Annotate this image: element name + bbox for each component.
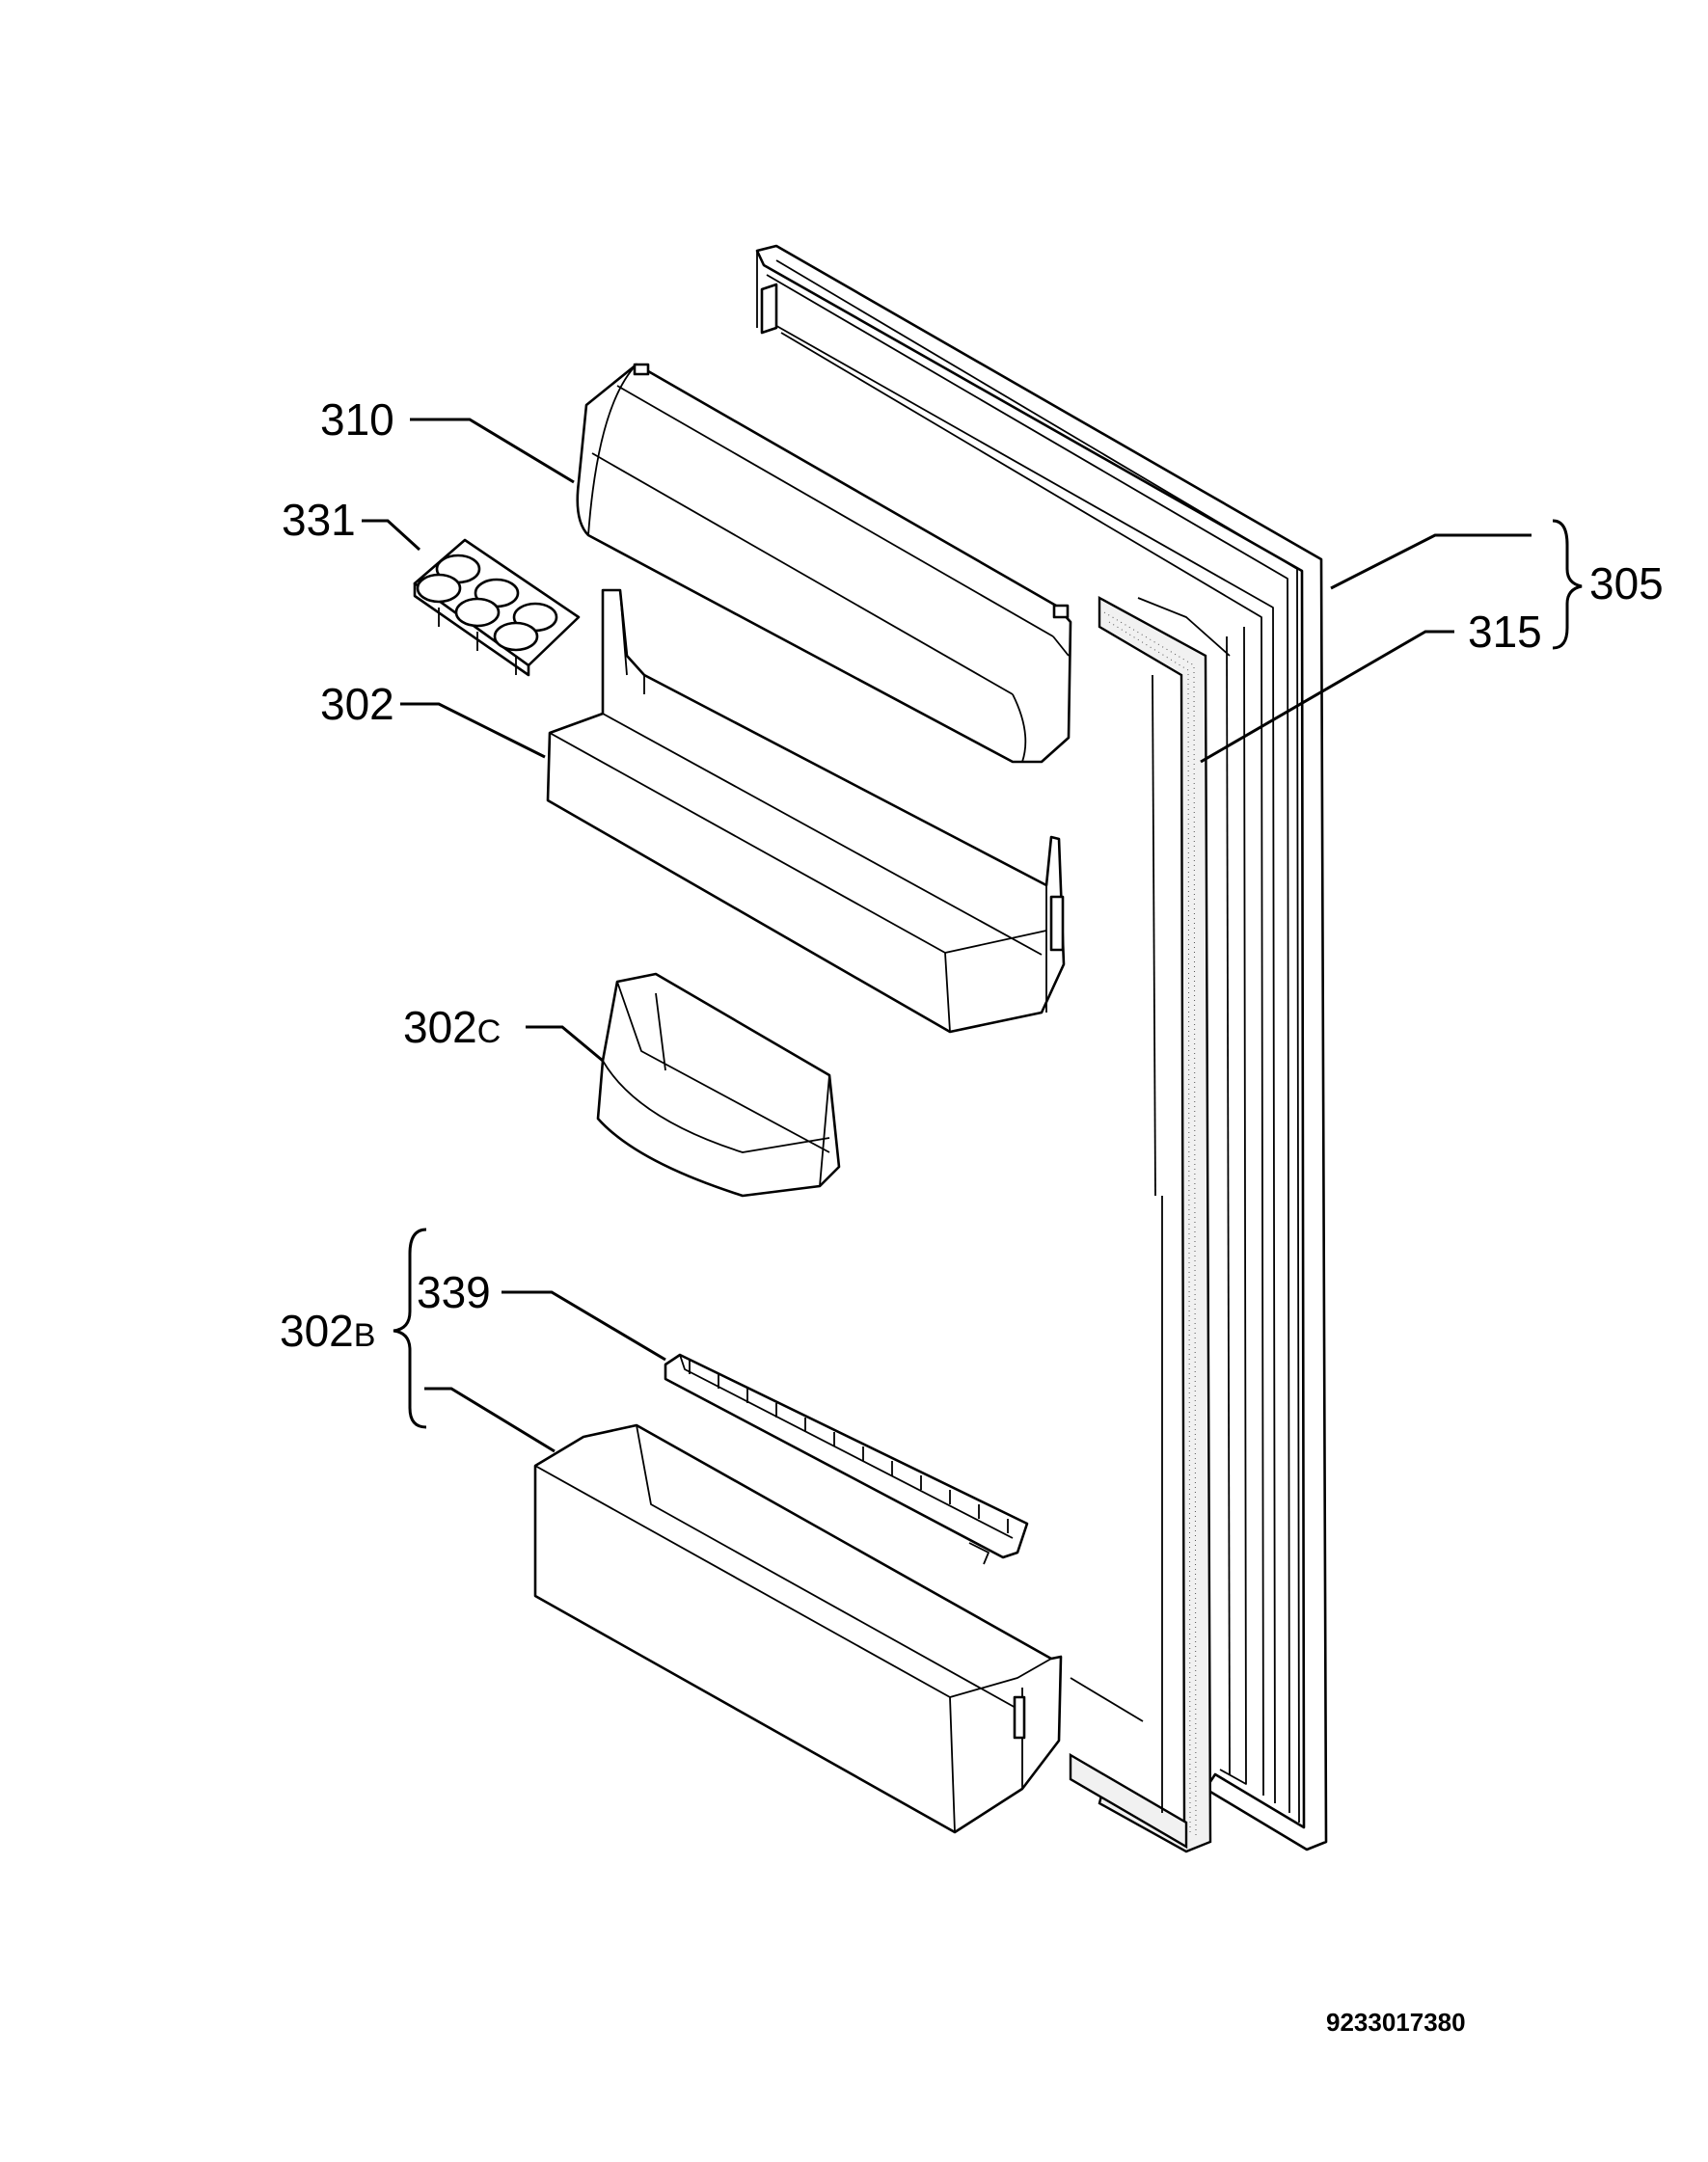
dairy-cover — [576, 363, 1072, 764]
brace-icon — [393, 1228, 427, 1429]
bottle-retainer — [664, 1353, 1029, 1565]
label-dairy-cover: 310 — [320, 394, 394, 445]
brace-icon — [1552, 519, 1583, 650]
label-small-bin-suffix: C — [477, 1013, 502, 1050]
document-number: 9233017380 — [1326, 2008, 1466, 2037]
label-bottle-group-suffix: B — [354, 1317, 376, 1354]
label-bottle-group: 302B — [280, 1306, 375, 1356]
upper-shelf — [546, 588, 1066, 1034]
egg-tray — [413, 538, 581, 677]
label-door-gasket: 315 — [1468, 607, 1542, 657]
door-panel — [755, 244, 1328, 1851]
label-small-bin: 302C — [403, 1002, 501, 1052]
small-bin — [596, 972, 841, 1198]
label-door-panel: 305 — [1589, 558, 1664, 608]
label-bottle-group-number: 302 — [280, 1306, 354, 1356]
label-egg-tray: 331 — [282, 495, 356, 545]
label-bottle-retainer: 339 — [417, 1267, 491, 1317]
label-small-bin-number: 302 — [403, 1002, 477, 1052]
bottle-shelf — [533, 1423, 1063, 1834]
label-upper-shelf: 302 — [320, 679, 394, 729]
leader-lines — [362, 418, 1532, 1453]
door-gasket — [1069, 595, 1231, 1853]
